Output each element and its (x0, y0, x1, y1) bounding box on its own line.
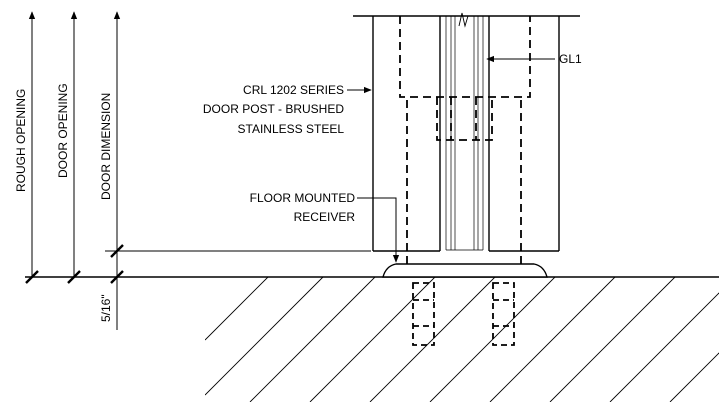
dimension-ticks (25, 244, 124, 284)
floor-receiver (382, 263, 548, 278)
hidden-lines (399, 16, 531, 264)
gl1-label: GL1 (559, 52, 582, 66)
dimension-lines (28, 11, 371, 330)
dimension-5-16-label: 5/16" (99, 294, 113, 322)
door-post-label-line1: CRL 1202 SERIES (243, 83, 344, 97)
floor-hatch (205, 277, 719, 402)
door-post-label-line2: DOOR POST - BRUSHED (203, 102, 344, 116)
receiver-label-line1: FLOOR MOUNTED (250, 191, 356, 205)
door-post-label-line3: STAINLESS STEEL (238, 122, 345, 136)
anchor-sleeves (412, 282, 515, 346)
glass-panel (445, 12, 484, 251)
leader-lines (347, 55, 555, 263)
receiver-label-line2: RECEIVER (294, 210, 356, 224)
door-opening-label: DOOR OPENING (56, 83, 70, 178)
door-post (353, 15, 580, 252)
rough-opening-label: ROUGH OPENING (14, 89, 28, 192)
door-dimension-label: DOOR DIMENSION (99, 93, 113, 200)
